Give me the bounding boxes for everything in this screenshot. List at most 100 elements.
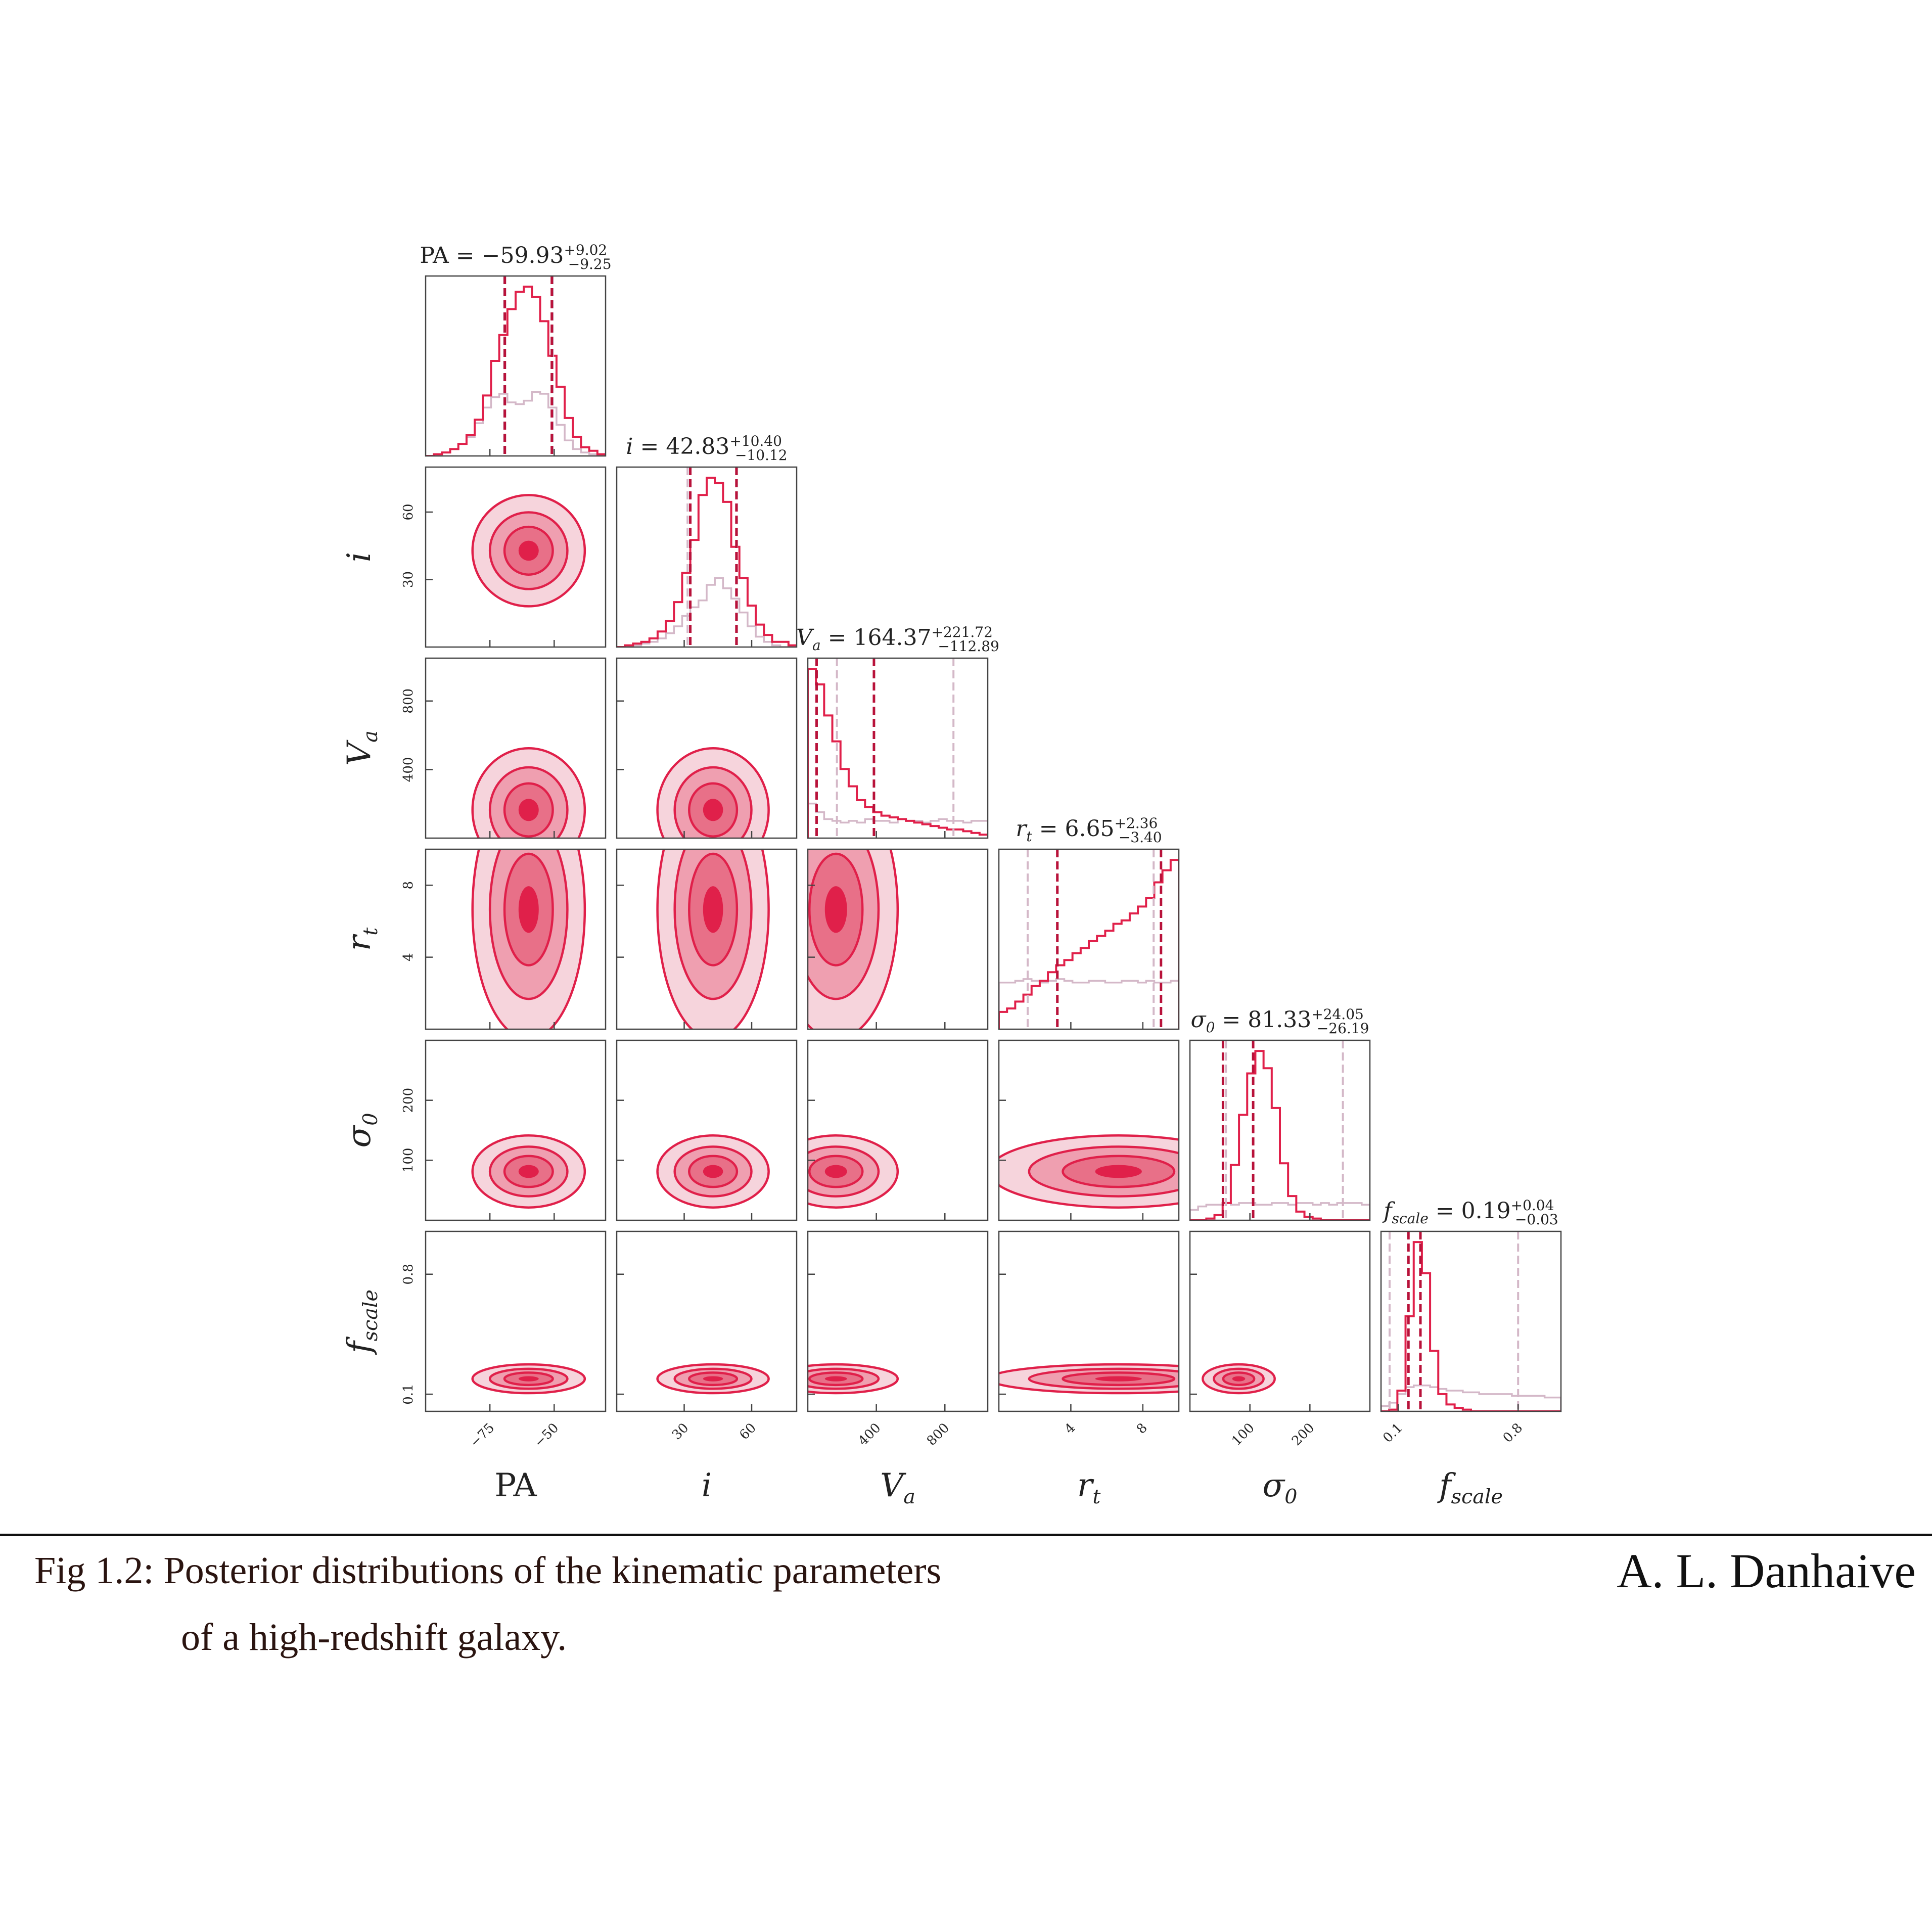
panel-frame xyxy=(616,1230,798,1412)
prior-histogram-i xyxy=(617,577,797,647)
panel-frame xyxy=(807,1230,989,1412)
x-axis-label-i-symbol: i xyxy=(702,1467,712,1504)
panel-title-sigma0: σ0 = 81.33+24.05−26.19 xyxy=(1191,1006,1369,1037)
contour-level-3 xyxy=(518,1165,539,1178)
x-tick-label: 100 xyxy=(1229,1420,1257,1449)
x-axis-label-fscale: fscale xyxy=(1437,1467,1503,1508)
panel-content xyxy=(808,658,988,838)
panel-content xyxy=(808,849,899,1029)
title-minus: −9.25 xyxy=(568,256,612,272)
y-tick-label: 4 xyxy=(401,953,416,961)
panel-content xyxy=(656,1134,770,1209)
title-symbol: r xyxy=(1016,816,1028,842)
x-tick-label: 30 xyxy=(669,1420,692,1443)
contour-level-3 xyxy=(824,1376,847,1382)
x-axis-label-rt-symbol: r xyxy=(1077,1467,1094,1504)
title-subscript: t xyxy=(1026,828,1032,845)
y-tick-label: 100 xyxy=(401,1148,416,1173)
x-axis-label-PA: PA xyxy=(494,1467,537,1504)
y-axis-label-rt-subscript: t xyxy=(359,928,382,936)
figure-caption-continued: of a high-redshift galaxy. xyxy=(181,1616,567,1659)
panel-content xyxy=(999,1363,1179,1395)
x-tick-label: 400 xyxy=(855,1420,884,1449)
y-axis-label-rt: rt xyxy=(341,928,382,951)
x-axis-label-rt-subscript: t xyxy=(1092,1485,1100,1508)
y-axis-label-rt-symbol: r xyxy=(341,934,378,951)
title-minus: −112.89 xyxy=(938,638,999,655)
x-axis-label-sigma0-subscript: 0 xyxy=(1284,1485,1297,1508)
contour-panel-i-vs-fscale: 30 60 xyxy=(616,1230,798,1443)
contour-level-3 xyxy=(518,540,539,561)
x-axis-label-i: i xyxy=(702,1467,712,1504)
panel-frame xyxy=(425,657,607,839)
caption-divider xyxy=(0,1534,1932,1536)
panel-content xyxy=(1190,1040,1370,1220)
panel-frame xyxy=(616,848,798,1030)
x-axis-label-Va-symbol: V xyxy=(880,1467,906,1504)
title-plus: +2.36 xyxy=(1115,815,1158,832)
panel-content xyxy=(999,849,1179,1029)
posterior-histogram-PA xyxy=(426,286,606,456)
title-plus: +0.04 xyxy=(1511,1197,1554,1214)
title-minus: −0.03 xyxy=(1515,1211,1558,1228)
panel-content xyxy=(471,1134,586,1209)
panel-title-rt: rt = 6.65+2.36−3.40 xyxy=(1016,815,1162,846)
panel-frame xyxy=(425,1230,607,1412)
panel-frame xyxy=(425,275,607,457)
y-tick-label: 0.8 xyxy=(401,1264,416,1284)
y-axis-label-sigma0-subscript: 0 xyxy=(359,1113,382,1126)
y-axis-label-sigma0-symbol: σ xyxy=(341,1124,378,1147)
x-tick-label: 4 xyxy=(1062,1420,1078,1437)
contour-panel-PA-vs-i: 30 60 xyxy=(401,466,607,648)
panel-content xyxy=(471,494,586,608)
histogram-panel-i: i = 42.83+10.40−10.12 xyxy=(616,433,798,648)
prior-histogram-Va xyxy=(808,802,988,838)
panel-frame xyxy=(425,1039,607,1221)
contour-level-3 xyxy=(518,1376,539,1382)
contour-panel-PA-vs-fscale: −75−500.10.8 xyxy=(401,1230,607,1451)
y-axis-label-Va-symbol: V xyxy=(341,740,378,766)
panel-content xyxy=(471,1363,586,1395)
panel-frame xyxy=(998,1039,1180,1221)
author-name: A. L. Danhaive xyxy=(1617,1544,1916,1598)
contour-panel-i-vs-sigma0 xyxy=(616,1039,798,1221)
contour-panel-rt-vs-sigma0 xyxy=(998,1039,1180,1221)
x-axis-label-rt: rt xyxy=(1077,1467,1101,1508)
posterior-histogram-fscale xyxy=(1381,1241,1561,1411)
panel-content xyxy=(617,467,797,647)
x-axis-label-Va: Va xyxy=(880,1467,915,1508)
contour-level-3 xyxy=(518,886,539,933)
title-symbol: PA xyxy=(420,243,449,268)
title-subscript: a xyxy=(812,637,821,654)
title-minus: −26.19 xyxy=(1317,1020,1369,1037)
posterior-histogram-Va xyxy=(808,668,988,838)
posterior-histogram-sigma0 xyxy=(1190,1050,1370,1220)
contour-panel-Va-vs-sigma0 xyxy=(807,1039,989,1221)
x-tick-label: −50 xyxy=(531,1420,562,1451)
title-plus: +9.02 xyxy=(564,242,607,258)
title-median: = 81.33 xyxy=(1215,1007,1311,1033)
posterior-histogram-i xyxy=(617,477,797,647)
x-tick-label: 8 xyxy=(1134,1420,1151,1437)
panel-content xyxy=(808,1134,899,1209)
y-axis-label-Va: Va xyxy=(341,730,382,766)
prior-histogram-PA xyxy=(426,391,606,456)
contour-level-3 xyxy=(518,799,539,821)
histogram-panel-rt: rt = 6.65+2.36−3.40 xyxy=(998,815,1180,1030)
title-symbol: σ xyxy=(1191,1007,1207,1033)
histogram-panel-PA: PA = −59.93+9.02−9.25 xyxy=(420,242,612,457)
x-tick-label: 60 xyxy=(737,1420,759,1443)
panel-frame xyxy=(807,848,989,1030)
panel-content xyxy=(471,747,586,838)
contour-level-3 xyxy=(703,799,723,821)
y-tick-label: 30 xyxy=(401,571,416,588)
contour-level-3 xyxy=(703,886,723,933)
y-tick-label: 60 xyxy=(401,503,416,520)
contour-level-3 xyxy=(824,886,847,933)
title-subscript: 0 xyxy=(1206,1019,1215,1036)
contour-level-3 xyxy=(703,1165,723,1178)
contour-level-3 xyxy=(1232,1376,1246,1382)
